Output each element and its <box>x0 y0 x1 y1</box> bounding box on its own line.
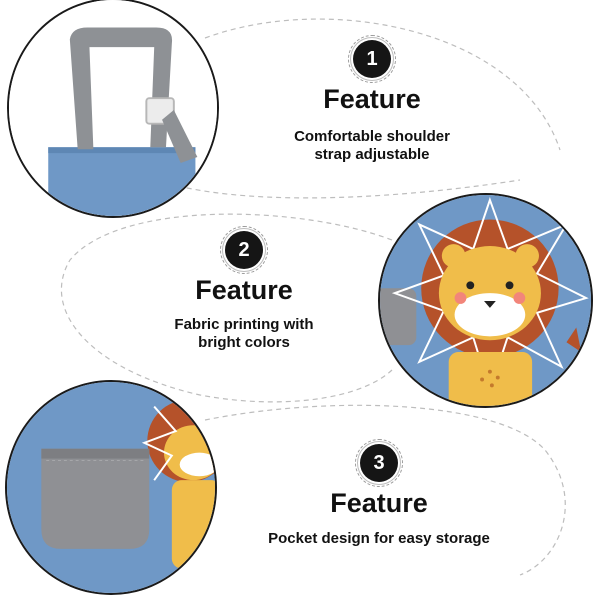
feature-1-title: Feature <box>323 84 421 114</box>
lion-print-illustration <box>380 195 591 406</box>
feature-2-number-badge: 2 <box>220 226 268 274</box>
feature-2-title: Feature <box>195 275 293 305</box>
feature-2-desc-line-2: bright colors <box>198 334 290 351</box>
feature-2-desc-line-1: Fabric printing with <box>174 316 314 333</box>
lion-print-photo-circle <box>378 193 593 408</box>
apron-pocket-illustration <box>7 382 215 593</box>
feature-3-description: Pocket design for easy storage <box>224 530 534 548</box>
feature-1-description: Comfortable shoulder strap adjustable <box>232 128 512 164</box>
feature-1-number-badge: 1 <box>348 35 396 83</box>
feature-2-description: Fabric printing with bright colors <box>104 316 384 352</box>
feature-1-desc-line-1: Comfortable shoulder <box>294 128 450 145</box>
feature-3-desc-line-1: Pocket design for easy storage <box>268 530 490 547</box>
feature-3-title: Feature <box>330 488 428 518</box>
feature-3-number-badge: 3 <box>355 439 403 487</box>
apron-strap-illustration <box>9 0 217 216</box>
strap-photo-circle <box>7 0 219 218</box>
feature-1-desc-line-2: strap adjustable <box>314 146 430 163</box>
pocket-photo-circle <box>5 380 217 595</box>
